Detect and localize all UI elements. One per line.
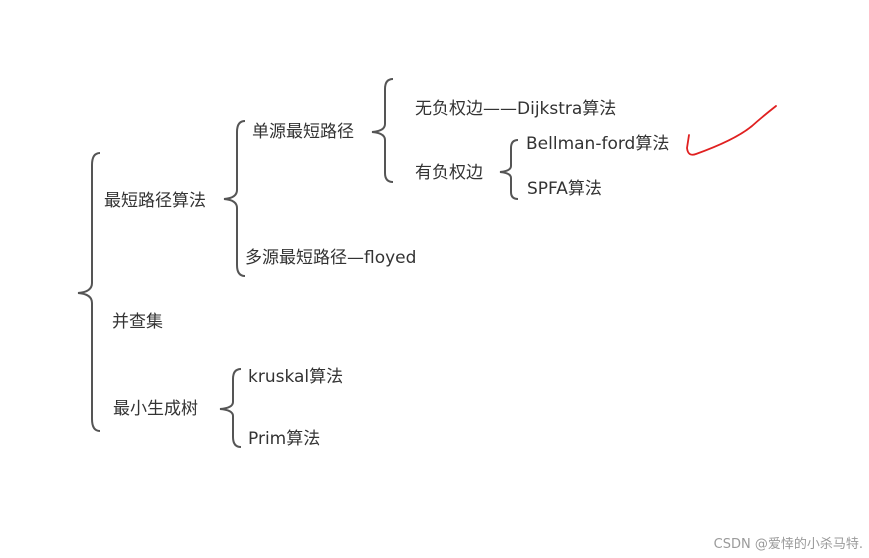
node-minimum-spanning-tree: 最小生成树 bbox=[113, 399, 198, 419]
node-multi-source-floyed: 多源最短路径—floyed bbox=[245, 248, 417, 268]
node-kruskal: kruskal算法 bbox=[248, 367, 344, 387]
node-spfa: SPFA算法 bbox=[527, 179, 602, 199]
node-negative-weight: 有负权边 bbox=[415, 163, 483, 183]
watermark: CSDN @爱悻的小杀马特. bbox=[713, 537, 863, 552]
node-union-find: 并查集 bbox=[112, 312, 163, 332]
node-bellman-ford: Bellman-ford算法 bbox=[526, 134, 670, 154]
node-single-source-shortest-path: 单源最短路径 bbox=[252, 122, 354, 142]
negative-weight-brace bbox=[499, 139, 519, 200]
mst-brace bbox=[219, 368, 242, 448]
red-annotation-stroke bbox=[686, 105, 777, 156]
node-no-negative-weight-dijkstra: 无负权边——Dijkstra算法 bbox=[415, 99, 617, 119]
root-brace bbox=[77, 152, 101, 432]
node-shortest-path-algorithms: 最短路径算法 bbox=[104, 191, 206, 211]
node-prim: Prim算法 bbox=[248, 429, 321, 449]
single-source-brace bbox=[371, 78, 394, 183]
shortest-path-brace bbox=[223, 120, 246, 277]
